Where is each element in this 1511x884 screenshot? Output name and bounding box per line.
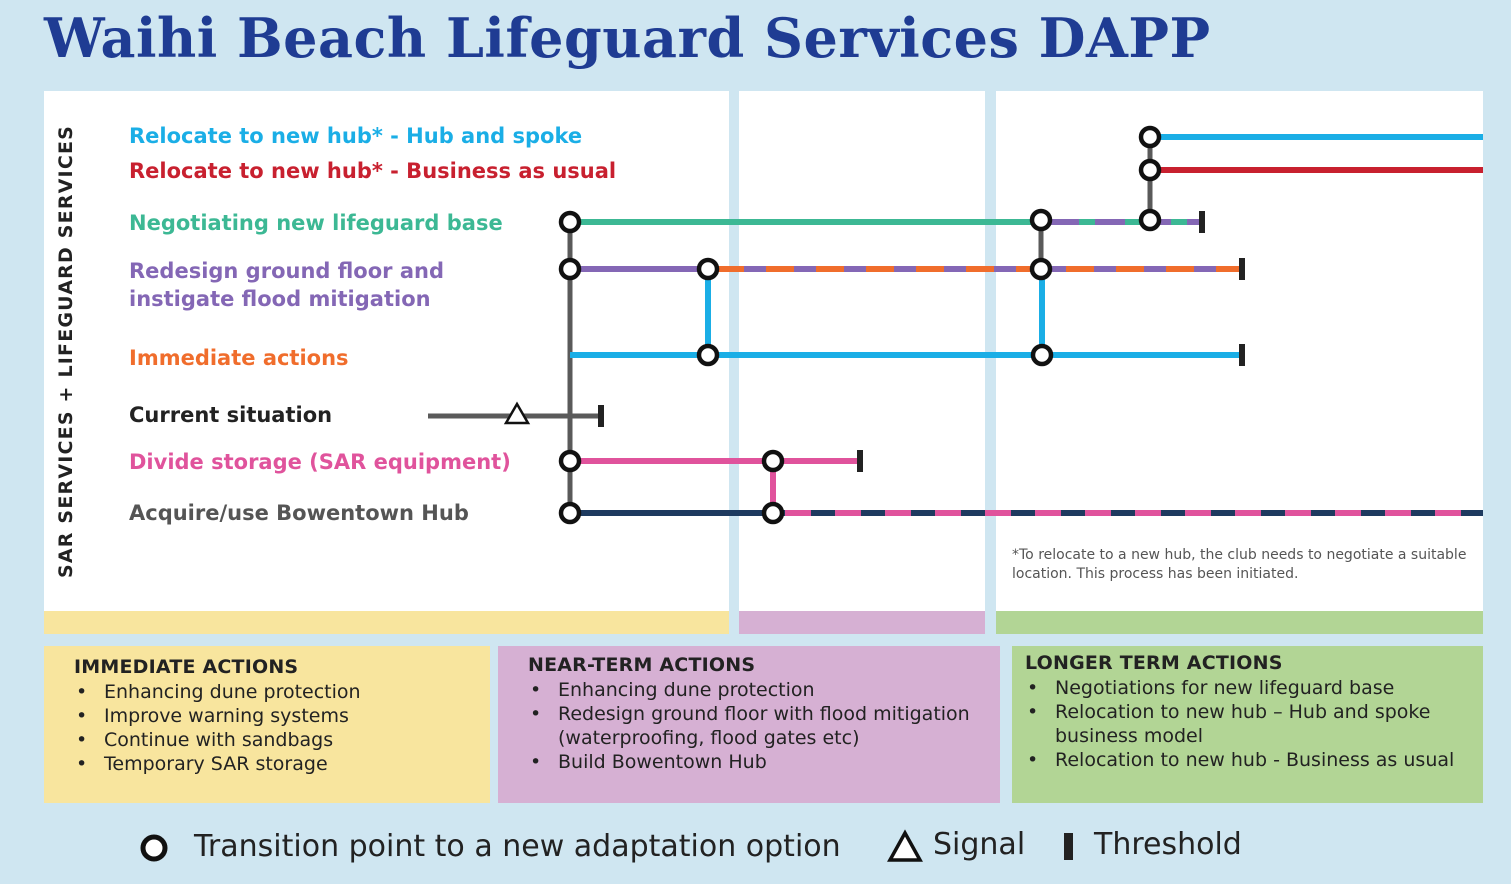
- transition-point: [761, 449, 785, 473]
- legend-transition-label: Transition point to a new adaptation opt…: [194, 829, 841, 864]
- legend-threshold-label: Threshold: [1094, 827, 1242, 862]
- legend-signal-label: Signal: [933, 827, 1026, 862]
- threshold-mark: [1239, 344, 1245, 366]
- threshold-mark: [1199, 211, 1205, 233]
- near-term-actions-heading: NEAR-TERM ACTIONS: [528, 654, 756, 676]
- transition-point: [1138, 158, 1162, 182]
- list-item: Build Bowentown Hub: [528, 750, 994, 774]
- transition-point: [1029, 208, 1053, 232]
- threshold-mark: [857, 450, 863, 472]
- transition-point: [1138, 125, 1162, 149]
- transition-point: [761, 501, 785, 525]
- transition-point: [558, 210, 582, 234]
- pathway-label-divide-storage: Divide storage (SAR equipment): [129, 450, 511, 474]
- longer-term-actions-heading: LONGER TERM ACTIONS: [1025, 652, 1283, 674]
- list-item: Improve warning systems: [74, 704, 478, 728]
- pathway-label-negotiating: Negotiating new lifeguard base: [129, 211, 503, 235]
- chart-panel-immediate: [44, 91, 729, 611]
- list-item: Relocation to new hub – Hub and spoke bu…: [1025, 700, 1477, 748]
- chart-panel-near-term: [739, 91, 985, 611]
- list-item: Redesign ground floor with flood mitigat…: [528, 702, 994, 750]
- list-item: Relocation to new hub - Business as usua…: [1025, 748, 1477, 772]
- longer-term-actions-box: LONGER TERM ACTIONS Negotiations for new…: [1012, 646, 1483, 803]
- pathway-label-bowentown: Acquire/use Bowentown Hub: [129, 501, 469, 525]
- pathway-label-immediate: Immediate actions: [129, 346, 349, 370]
- threshold-mark: [1239, 258, 1245, 280]
- band-near-term: [739, 611, 985, 634]
- band-longer-term: [996, 611, 1483, 634]
- transition-point: [1138, 208, 1162, 232]
- transition-point: [696, 257, 720, 281]
- transition-point: [696, 343, 720, 367]
- band-immediate: [44, 611, 729, 634]
- transition-point: [558, 449, 582, 473]
- transition-point: [1030, 343, 1054, 367]
- transition-point: [1029, 257, 1053, 281]
- pathway-label-business-as-usual: Relocate to new hub* - Business as usual: [129, 159, 617, 183]
- transition-point: [558, 257, 582, 281]
- immediate-actions-heading: IMMEDIATE ACTIONS: [74, 656, 299, 678]
- page-title: Waihi Beach Lifeguard Services DAPP: [44, 6, 1211, 70]
- legend-threshold-icon: [1064, 833, 1073, 860]
- pathway-label-hub-spoke: Relocate to new hub* - Hub and spoke: [129, 124, 583, 148]
- list-item: Negotiations for new lifeguard base: [1025, 676, 1477, 700]
- near-term-actions-box: NEAR-TERM ACTIONS Enhancing dune protect…: [498, 646, 1000, 803]
- threshold-mark: [598, 405, 604, 427]
- list-item: Temporary SAR storage: [74, 752, 478, 776]
- footnote: *To relocate to a new hub, the club need…: [1012, 547, 1467, 582]
- list-item: Enhancing dune protection: [74, 680, 478, 704]
- signal-icon: [503, 401, 531, 425]
- pathway-label-current: Current situation: [129, 403, 333, 427]
- list-item: Continue with sandbags: [74, 728, 478, 752]
- transition-point: [558, 501, 582, 525]
- list-item: Enhancing dune protection: [528, 678, 994, 702]
- legend-transition-icon: [140, 834, 168, 862]
- pathway-label-redesign: Redesign ground floor and instigate floo…: [129, 259, 444, 311]
- immediate-actions-box: IMMEDIATE ACTIONS Enhancing dune protect…: [44, 646, 490, 803]
- legend-signal-icon: [887, 829, 923, 862]
